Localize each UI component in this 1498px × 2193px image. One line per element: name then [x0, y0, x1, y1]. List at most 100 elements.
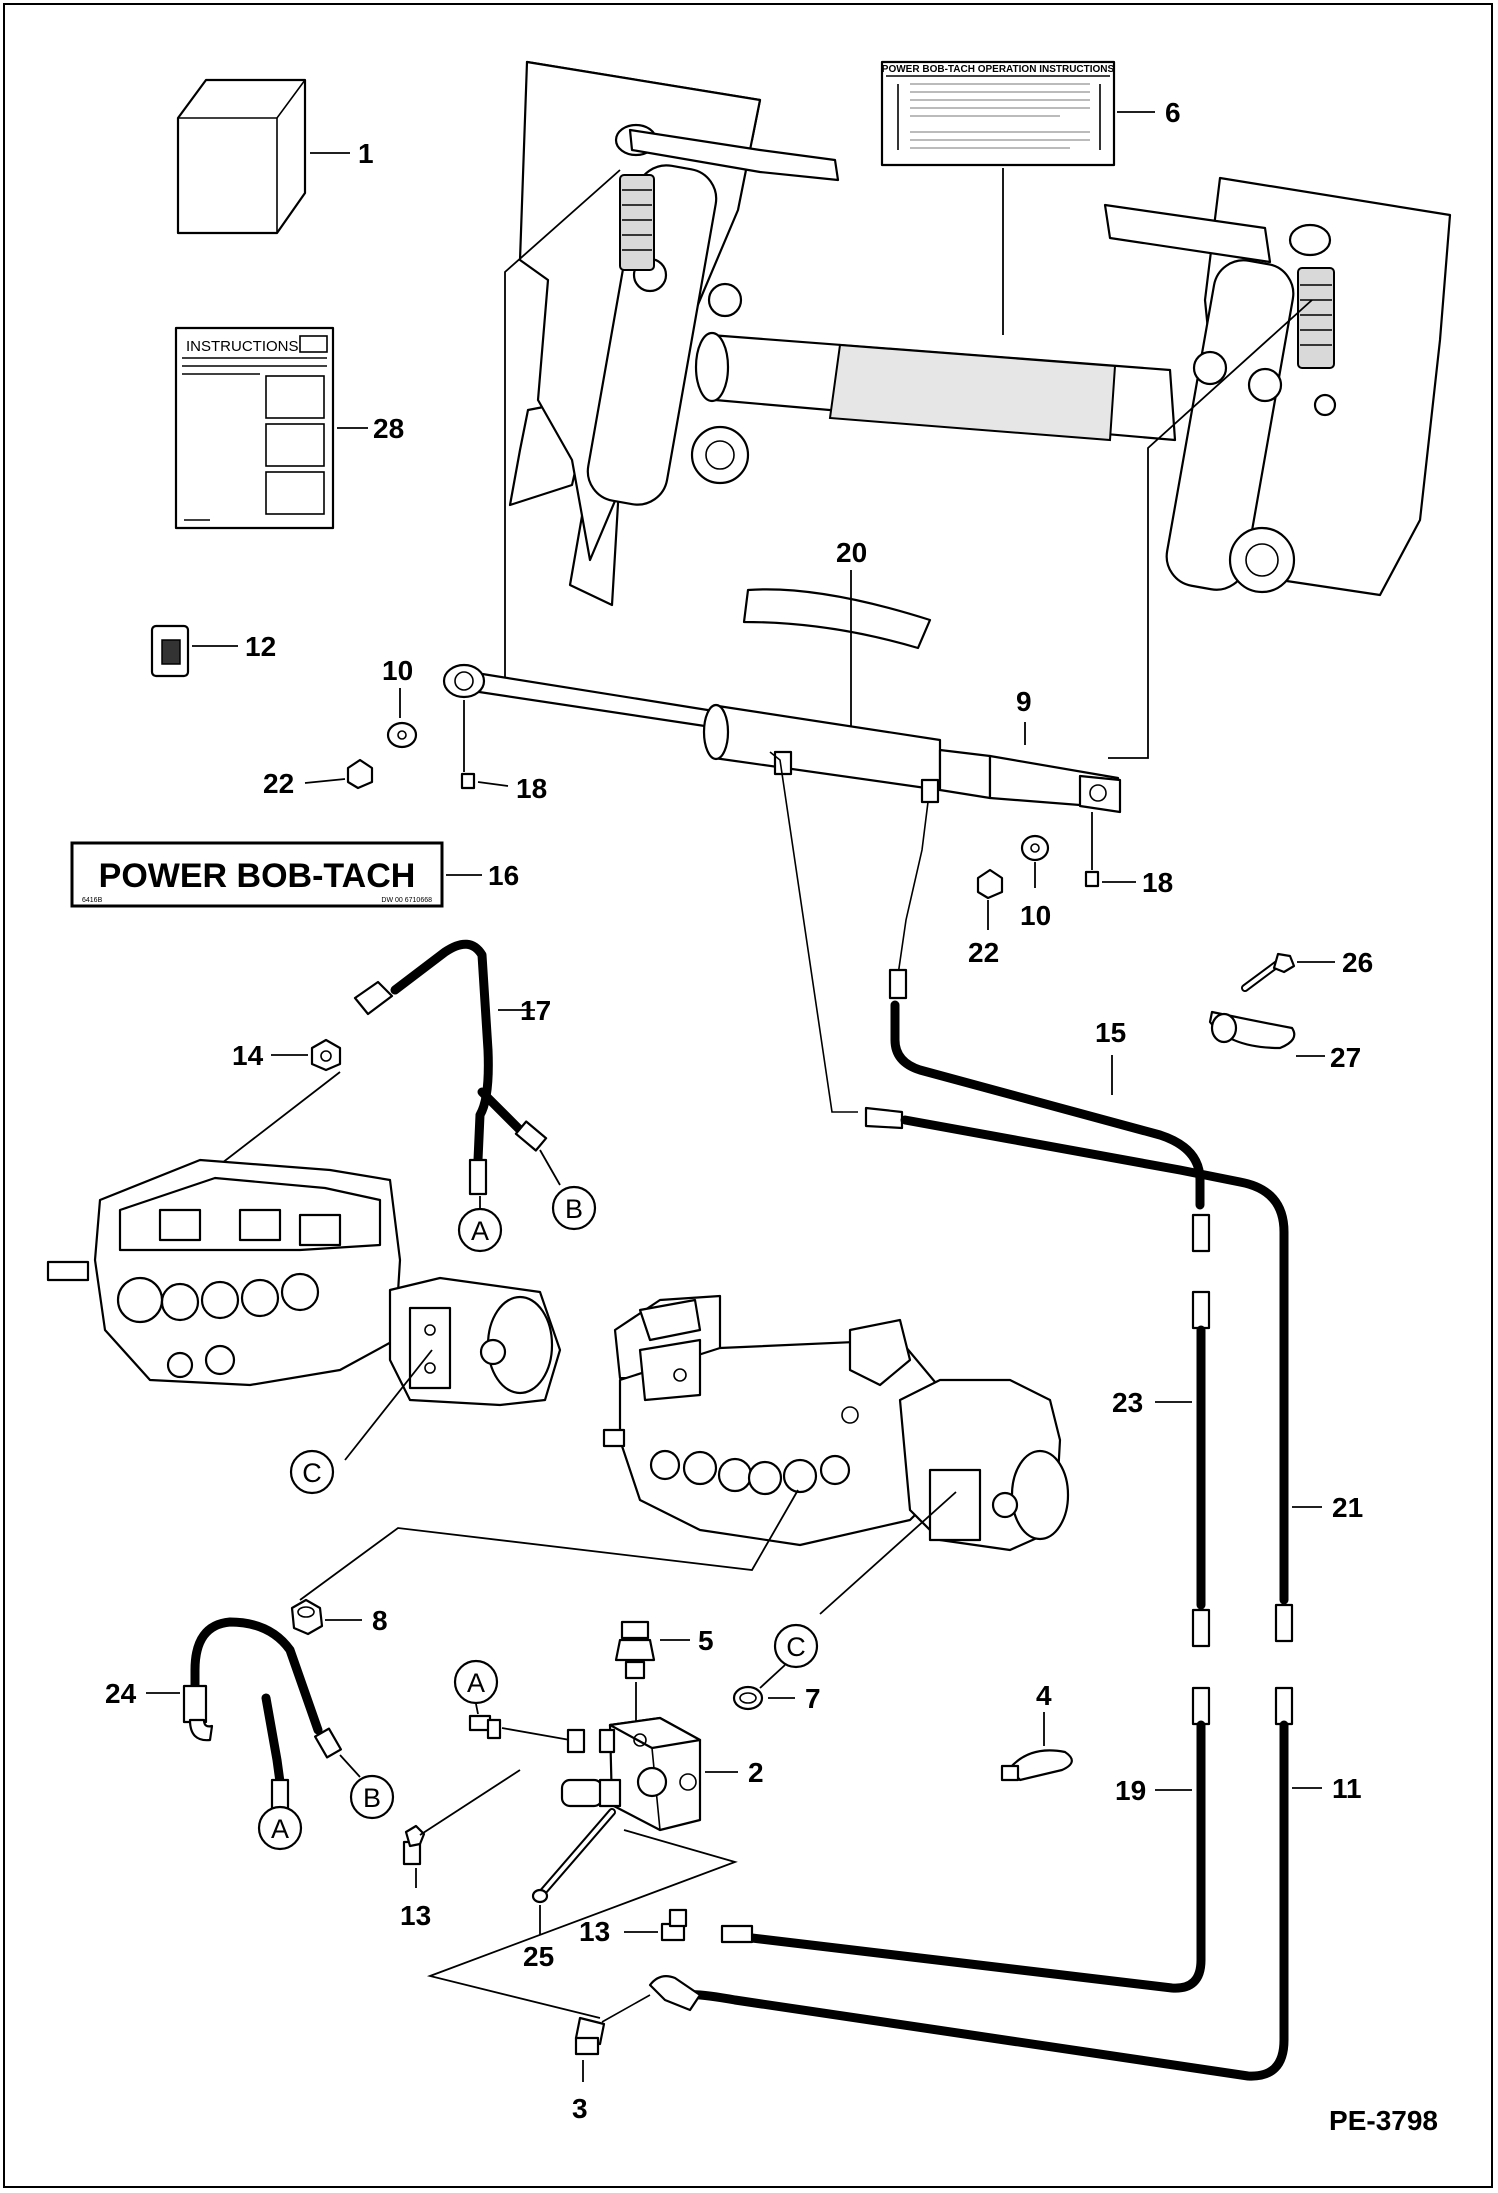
callout-10-right: 10	[1020, 900, 1051, 931]
drawing-code: PE-3798	[1329, 2105, 1438, 2136]
part-25-bolt	[531, 1808, 616, 1904]
callout-17: 17	[520, 995, 551, 1026]
hose-24	[190, 1617, 323, 1735]
hose-11	[667, 1720, 1289, 2081]
connection-a2-circle	[257, 1805, 303, 1851]
connection-a3-circle	[453, 1659, 499, 1705]
callout-10-left: 10	[382, 655, 413, 686]
callout-14: 14	[232, 1040, 264, 1071]
part-13-fitting-right	[660, 1908, 688, 1942]
part-28-instruction-sheet	[174, 326, 335, 530]
callout-28: 28	[373, 413, 404, 444]
callout-27: 27	[1330, 1042, 1361, 1073]
decal-title: POWER BOB-TACH	[99, 857, 416, 895]
callout-13-left: 13	[400, 1900, 431, 1931]
part-10-washer-right	[1020, 834, 1050, 862]
leader-a3-to-valve	[501, 1727, 571, 1741]
connection-a3-letter: A	[467, 1668, 485, 1698]
part-9-cylinder	[442, 663, 1122, 814]
part-6-operation-decal	[880, 60, 1116, 167]
part-14-fitting	[310, 1038, 342, 1072]
bobtach-frame	[508, 60, 1452, 607]
connection-a1-circle	[457, 1207, 503, 1253]
callout-4: 4	[1036, 1680, 1052, 1711]
part-3-fitting	[574, 1994, 651, 2056]
hose-24-branch	[261, 1693, 285, 1787]
leader-c2-down	[759, 1664, 786, 1689]
hose-21-end-fitting	[864, 1106, 904, 1130]
part-27-clamp	[1208, 1010, 1296, 1050]
callout-2: 2	[748, 1757, 764, 1788]
part-elbow-fitting-a	[468, 1714, 502, 1740]
hose-17-fittings	[353, 980, 548, 1196]
part-22-bolt-right	[976, 868, 1004, 900]
hose-24-fittings	[182, 1684, 343, 1820]
part-2-valve-block	[608, 1716, 702, 1832]
hose-21	[900, 1115, 1289, 1605]
callout-21: 21	[1332, 1492, 1363, 1523]
part-16-decal	[70, 841, 444, 908]
leader-18-left	[477, 781, 509, 787]
leader-22-left	[304, 778, 346, 784]
hydrostatic-pump-left	[46, 1158, 562, 1407]
callout-23: 23	[1112, 1387, 1143, 1418]
hose-15-fitting-lower	[1191, 1213, 1211, 1253]
callout-7: 7	[805, 1683, 821, 1714]
part-1-box	[176, 78, 307, 235]
callout-20: 20	[836, 537, 867, 568]
leader-c1	[344, 1349, 433, 1461]
leader-valve-bracket	[426, 1829, 738, 2019]
part-8-fitting	[290, 1598, 324, 1636]
leader-pin-right	[1108, 299, 1313, 759]
operation-decal-title: POWER BOB-TACH OPERATION INSTRUCTIONS	[882, 64, 1115, 75]
connection-b1-letter: B	[565, 1194, 583, 1224]
callout-24: 24	[105, 1678, 137, 1709]
part-26-bolt	[1241, 952, 1296, 992]
part-7-o-ring-inner	[739, 1692, 757, 1704]
part-10-washer-left	[386, 721, 418, 749]
hose-15	[890, 1000, 1205, 1210]
callout-15: 15	[1095, 1017, 1126, 1048]
callout-9: 9	[1016, 686, 1032, 717]
leader-cylinder-base-to-hose	[769, 751, 858, 1113]
callout-25: 25	[523, 1941, 554, 1972]
connection-c2-circle	[773, 1623, 819, 1669]
part-12-switch	[150, 624, 190, 678]
callout-19: 19	[1115, 1775, 1146, 1806]
connection-b2-circle	[349, 1774, 395, 1820]
callout-8: 8	[372, 1605, 388, 1636]
hose-11-elbow-fitting	[648, 1975, 702, 2012]
decal-code-left: 6416B	[82, 897, 103, 904]
leader-a3	[475, 1703, 479, 1715]
callout-5: 5	[698, 1625, 714, 1656]
hose-11-fitting-upper	[1274, 1686, 1294, 1726]
callout-11: 11	[1332, 1773, 1362, 1804]
hose-23-fitting-upper	[1191, 1290, 1211, 1330]
callout-22-left: 22	[263, 768, 294, 799]
callout-26: 26	[1342, 947, 1373, 978]
connection-b1-circle	[551, 1185, 597, 1231]
connection-c2-letter: C	[786, 1632, 806, 1662]
leader-b1	[539, 1149, 561, 1186]
part-5-fitting	[614, 1620, 656, 1680]
leader-cylinder-to-hose	[897, 801, 929, 976]
callout-3: 3	[572, 2093, 588, 2124]
hose-23-fitting-lower	[1191, 1608, 1211, 1648]
hose-21-fitting-lower	[1274, 1603, 1294, 1643]
part-4-cable-tie	[1000, 1749, 1073, 1782]
connection-b2-letter: B	[363, 1783, 381, 1813]
connection-a1-letter: A	[471, 1216, 489, 1246]
leader-pump-to-fitting-8	[299, 1489, 799, 1601]
hose-19-end-fitting	[720, 1924, 754, 1944]
connection-c1-letter: C	[302, 1458, 322, 1488]
leader-13-left-to-valve	[419, 1769, 521, 1836]
connection-a2-letter: A	[271, 1814, 289, 1844]
part-7-o-ring	[732, 1685, 764, 1711]
callout-16: 16	[488, 860, 519, 891]
instructions-sheet-header: INSTRUCTIONS	[186, 338, 299, 355]
part-18-fitting-left	[460, 772, 476, 790]
decal-code-right: DW 00 6710668	[381, 897, 432, 904]
callout-18-left: 18	[516, 773, 547, 804]
part-18-fitting-right	[1084, 870, 1100, 888]
part-22-bolt-left	[346, 758, 374, 790]
